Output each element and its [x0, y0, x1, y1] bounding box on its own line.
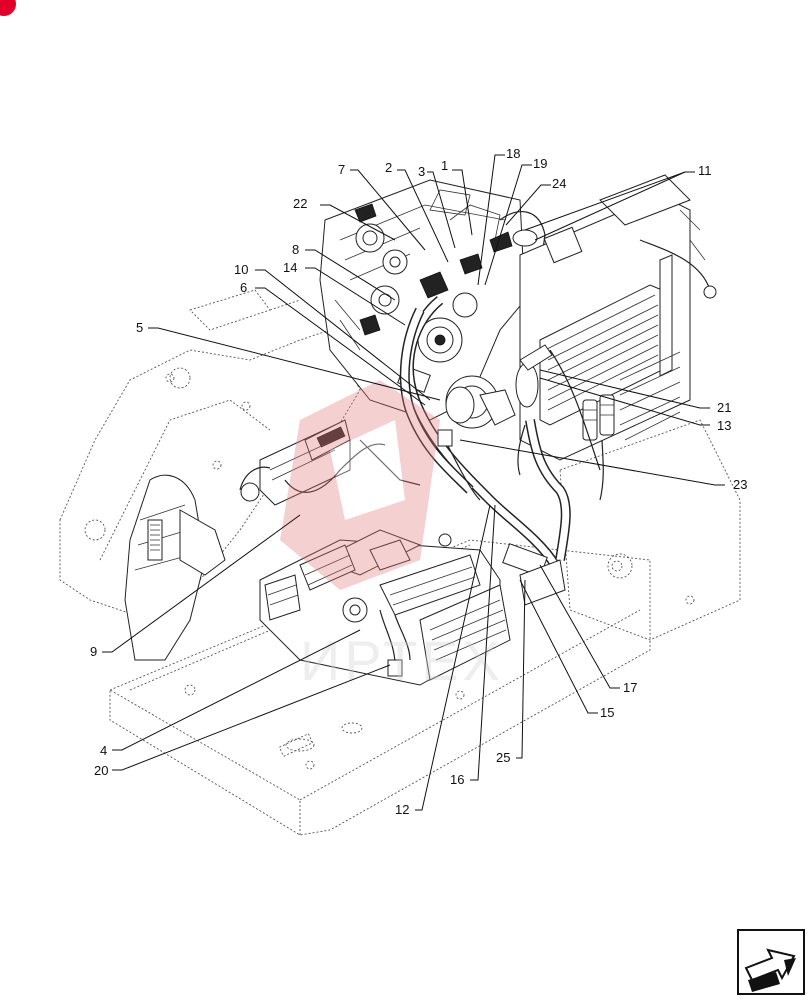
leader-lines — [102, 154, 725, 811]
callout-label: 24 — [552, 176, 566, 191]
electrical-box — [239, 419, 421, 506]
callout-label: 17 — [623, 680, 637, 695]
counterweight — [559, 419, 741, 641]
callout-label: 11 — [698, 163, 712, 178]
watermark: ИРТЕХ — [280, 380, 504, 692]
corner-marker — [0, 0, 16, 16]
callout-label: 5 — [136, 320, 143, 335]
next-page-arrow-icon[interactable] — [737, 929, 805, 995]
callout-label: 19 — [533, 156, 547, 171]
callout-label: 21 — [717, 400, 731, 415]
callout-label: 20 — [94, 763, 108, 778]
callout-label: 2 — [385, 160, 392, 175]
callout-label: 14 — [283, 260, 297, 275]
callout-label: 10 — [234, 262, 248, 277]
callout-label: 12 — [395, 802, 409, 817]
machine-illustration: ИРТЕХ — [59, 174, 741, 836]
boom-structure — [59, 329, 361, 621]
svg-text:ИРТЕХ: ИРТЕХ — [300, 629, 504, 692]
ac-hoses — [399, 296, 604, 568]
base-platform — [109, 539, 651, 836]
callout-label: 23 — [733, 477, 747, 492]
hvac-unit — [259, 529, 566, 686]
callout-label: 25 — [496, 750, 510, 765]
callout-label: 3 — [418, 164, 425, 179]
callout-label: 7 — [338, 162, 345, 177]
callout-label: 18 — [506, 146, 520, 161]
callout-label: 22 — [293, 196, 307, 211]
callout-label: 13 — [717, 418, 731, 433]
radiator-assembly — [515, 174, 717, 461]
callout-label: 8 — [292, 242, 299, 257]
callout-label: 4 — [100, 743, 107, 758]
callout-label: 6 — [240, 280, 247, 295]
callout-label: 9 — [90, 644, 97, 659]
callout-label: 16 — [450, 772, 464, 787]
callout-label: 15 — [600, 705, 614, 720]
callout-label: 1 — [441, 158, 448, 173]
callout-labels: 7 2 3 1 18 19 24 11 22 8 10 14 6 5 21 13… — [90, 146, 747, 817]
